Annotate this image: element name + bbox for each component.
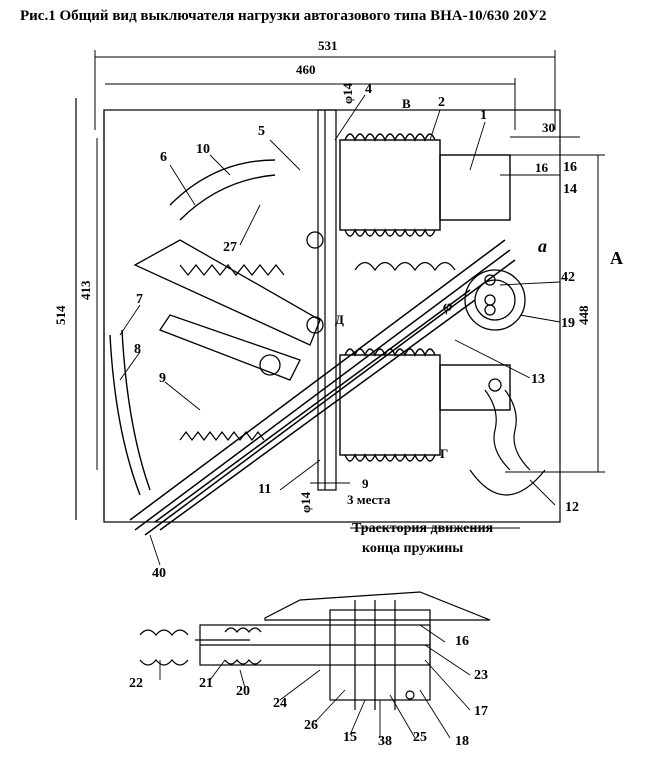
callout-8: 8 bbox=[134, 342, 141, 357]
callout-2: 2 bbox=[438, 95, 445, 110]
view-label-G: Г bbox=[440, 446, 449, 461]
callout-25: 25 bbox=[413, 730, 427, 745]
callout-9: 9 bbox=[159, 371, 166, 386]
callout-24: 24 bbox=[273, 696, 287, 711]
callout-40: 40 bbox=[152, 566, 166, 581]
view-label-A: A bbox=[610, 248, 623, 268]
leader-lines bbox=[119, 94, 561, 739]
dim-phi14-top: φ14 bbox=[340, 82, 355, 104]
callout-42: 42 bbox=[561, 270, 575, 285]
dim-460: 460 bbox=[296, 62, 316, 77]
callout-5: 5 bbox=[258, 124, 265, 139]
callout-16-top: 16 bbox=[563, 160, 577, 175]
upper-insulator bbox=[339, 133, 511, 237]
callout-6: 6 bbox=[160, 150, 167, 165]
dim-448: 448 bbox=[576, 305, 591, 326]
callout-7: 7 bbox=[136, 292, 143, 307]
dim-413: 413 bbox=[78, 280, 93, 301]
view-label-a: a bbox=[538, 236, 547, 256]
view-label-phi: φ bbox=[443, 298, 453, 315]
callout-19: 19 bbox=[561, 316, 575, 331]
callout-21: 21 bbox=[199, 676, 213, 691]
figure-title: Рис.1 Общий вид выключателя нагрузки авт… bbox=[20, 8, 547, 24]
callout-1: 1 bbox=[480, 108, 487, 123]
callout-15: 15 bbox=[343, 730, 357, 745]
callout-16-bottom: 16 bbox=[455, 634, 469, 649]
dimension-lines bbox=[75, 50, 605, 518]
callout-38: 38 bbox=[378, 734, 392, 749]
callout-12: 12 bbox=[565, 500, 579, 515]
lower-insulator bbox=[339, 348, 511, 462]
callout-22: 22 bbox=[129, 676, 143, 691]
dim-531: 531 bbox=[318, 38, 338, 53]
trajectory-caption-line2: конца пружины bbox=[362, 541, 464, 556]
mounting-plate bbox=[317, 109, 337, 491]
levers bbox=[133, 231, 526, 392]
callout-20: 20 bbox=[236, 684, 250, 699]
callout-27: 27 bbox=[223, 240, 237, 255]
view-label-D: Д bbox=[335, 312, 344, 327]
springs bbox=[179, 261, 546, 496]
knife-blades bbox=[129, 239, 516, 536]
dim-9: 9 bbox=[362, 476, 369, 491]
callout-13: 13 bbox=[531, 372, 545, 387]
trajectory-caption-line1: Траектория движения bbox=[352, 521, 494, 536]
bottom-assembly bbox=[139, 591, 491, 710]
view-label-B: В bbox=[402, 96, 411, 111]
dim-16-top: 16 bbox=[535, 160, 548, 175]
dim-514: 514 bbox=[53, 305, 68, 326]
callout-23: 23 bbox=[474, 668, 488, 683]
dim-30: 30 bbox=[542, 120, 555, 135]
callout-17: 17 bbox=[474, 704, 488, 719]
callout-11: 11 bbox=[258, 482, 272, 497]
dim-phi14-bottom: φ14 bbox=[298, 491, 313, 513]
callout-4: 4 bbox=[365, 82, 372, 97]
dim-three-places: 3 места bbox=[347, 492, 391, 507]
callout-10: 10 bbox=[196, 142, 210, 157]
arc-guide bbox=[109, 159, 276, 496]
callout-18: 18 bbox=[455, 734, 469, 749]
callout-14: 14 bbox=[563, 182, 577, 197]
callout-26: 26 bbox=[304, 718, 318, 733]
